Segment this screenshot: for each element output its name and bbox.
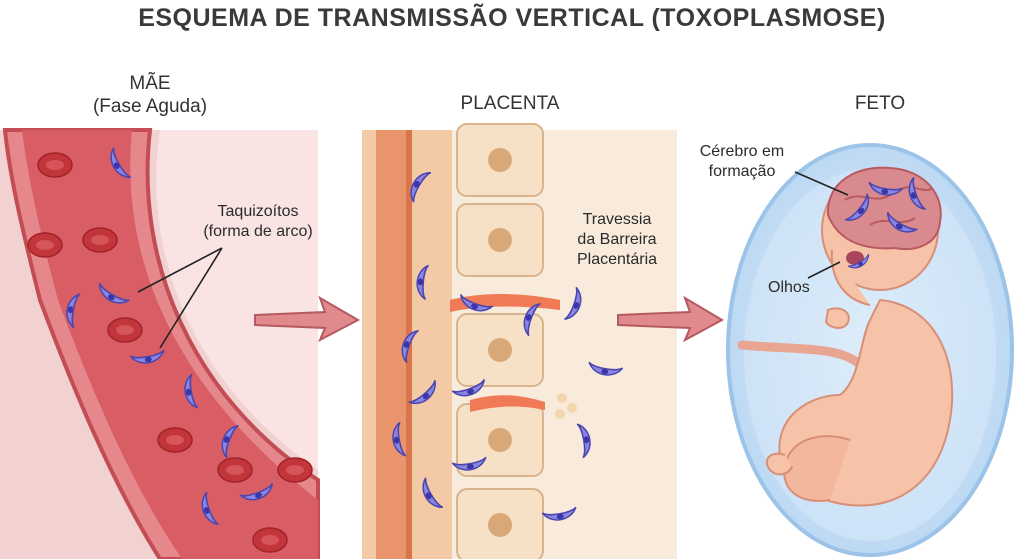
- fetus-heading: FETO: [854, 93, 906, 114]
- red-blood-cell: [277, 457, 313, 483]
- tachyzoites-label: Taquizoítos (forma de arco): [178, 202, 338, 242]
- crossing-label: Travessia da Barreira Placentária: [552, 210, 682, 270]
- pointer-line: [807, 261, 841, 279]
- red-blood-cell: [252, 527, 288, 553]
- placenta-panel: [362, 123, 677, 559]
- red-blood-cell: [82, 227, 118, 253]
- red-blood-cell: [157, 427, 193, 453]
- arrow-right-icon: [617, 295, 725, 343]
- mother-subheading-text: (Fase Aguda): [92, 96, 208, 117]
- placental-cell: [456, 313, 544, 387]
- red-blood-cell: [27, 232, 63, 258]
- brain-label: Cérebro em formação: [678, 142, 806, 182]
- tachyzoites-label-line1: Taquizoítos: [217, 203, 299, 220]
- placenta-heading: PLACENTA: [460, 93, 560, 114]
- tachyzoites-label-line2: (forma de arco): [203, 223, 313, 240]
- mother-heading: MÃE (Fase Aguda): [60, 72, 240, 118]
- pointer-line: [794, 171, 849, 196]
- crossing-label-line2: da Barreira: [577, 231, 657, 248]
- placental-cell: [456, 203, 544, 277]
- placental-cell: [456, 488, 544, 559]
- red-blood-cell: [37, 152, 73, 178]
- page-title: ESQUEMA DE TRANSMISSÃO VERTICAL (TOXOPLA…: [138, 4, 886, 32]
- crossing-label-line3: Placentária: [576, 251, 658, 268]
- mother-panel: [0, 128, 320, 559]
- pointer-line: [137, 247, 223, 293]
- crossing-label-line1: Travessia: [582, 211, 652, 228]
- crossing-channel: [470, 395, 545, 412]
- fetus-panel: [726, 143, 1014, 557]
- red-blood-cell: [107, 317, 143, 343]
- eyes-label: Olhos: [768, 279, 810, 296]
- brain-label-line1: Cérebro em: [699, 143, 785, 160]
- placental-cell: [456, 123, 544, 197]
- arrow-right-icon: [254, 295, 361, 343]
- red-blood-cell: [217, 457, 253, 483]
- brain-label-line2: formação: [708, 163, 776, 180]
- fetal-eye: [846, 251, 864, 265]
- pointer-line: [159, 247, 223, 349]
- mother-heading-text: MÃE: [129, 73, 171, 94]
